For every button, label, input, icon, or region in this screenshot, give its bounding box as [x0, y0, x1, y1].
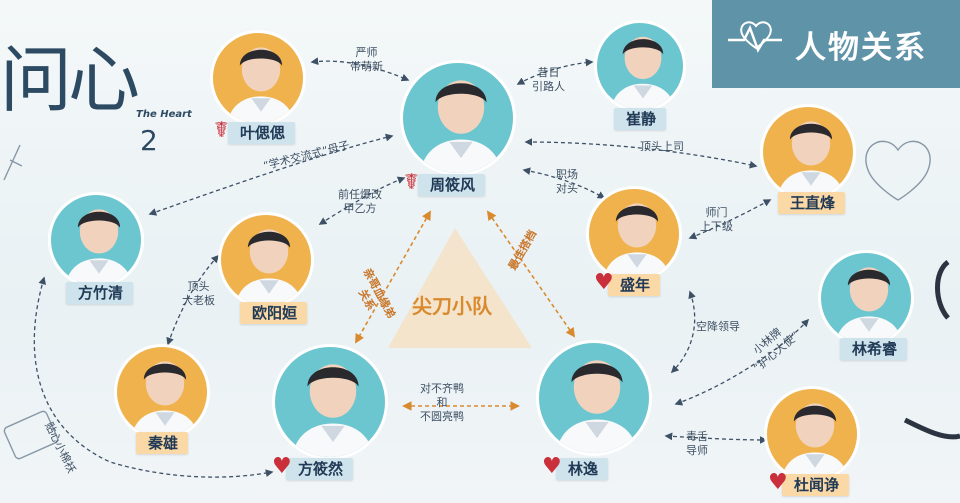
- relation-line: 引路人: [532, 80, 565, 93]
- stethoscope-icon: ☤: [404, 170, 419, 195]
- portrait-lin: [536, 340, 652, 456]
- relation-label-lin-du: 毒舌导师: [686, 430, 708, 458]
- relation-label-zhou-cui: 昔日引路人: [532, 66, 565, 94]
- relation-line: 大老板: [182, 294, 215, 307]
- link-zhou-wang: [524, 138, 758, 169]
- relation-line: 严师: [355, 46, 378, 59]
- banner-background: [712, 0, 960, 88]
- character-name: 林希睿: [852, 340, 898, 358]
- character-name: 欧阳姮: [252, 304, 298, 322]
- heart-icon: ♥: [272, 454, 292, 479]
- character-name: 杜闻诤: [794, 476, 840, 494]
- show-season-number: 2: [140, 124, 158, 157]
- character-name: 周筱风: [430, 176, 476, 194]
- relation-line: 顶头上司: [640, 140, 684, 153]
- link-zhou-sheng: [522, 167, 606, 199]
- link-wang-sheng: [688, 199, 772, 240]
- relation-line: 带萌新: [350, 60, 383, 73]
- character-name: 崔静: [626, 110, 657, 128]
- name-tag-cui: 崔静: [614, 108, 667, 130]
- core-triangle: [388, 228, 532, 348]
- relation-label-zhou-sheng: 职场对头: [556, 168, 578, 196]
- heart-icon: ♥: [594, 270, 614, 295]
- name-tag-fangxr: ♥ 方筱然: [272, 454, 354, 480]
- name-tag-linxr: 林希睿: [840, 338, 908, 360]
- character-name: 林逸: [568, 460, 599, 478]
- pill-pack-doodle-icon: [3, 410, 59, 460]
- name-tag-wang: 王直烽: [778, 192, 846, 214]
- portrait-fangxr: [272, 344, 388, 460]
- name-tag-fangzq: 方竹清: [66, 282, 134, 304]
- character-name: 盛年: [620, 276, 651, 294]
- syringe-doodle-icon: [3, 144, 23, 181]
- relation-line: 毒舌: [686, 430, 708, 443]
- link-lin-linxr: [674, 318, 810, 406]
- portrait-zhou: [400, 60, 516, 176]
- relation-line: 空降领导: [696, 320, 740, 333]
- banner-title: 人物关系: [795, 30, 927, 66]
- relation-line: 不圆亮鸭: [420, 410, 464, 423]
- stethoscope-doodle-icon: [903, 259, 960, 440]
- name-tag-du: ♥ 杜闻诤: [768, 470, 850, 496]
- portrait-qin: [114, 344, 210, 440]
- relation-line: 上下级: [700, 220, 733, 233]
- name-tag-lin: ♥ 林逸: [542, 454, 609, 480]
- link-zhou-ouyang: [318, 176, 406, 225]
- portrait-du: [764, 386, 860, 482]
- portrait-ouyang: [218, 212, 314, 308]
- relation-label-zhou-ye: 严师带萌新: [350, 46, 383, 74]
- portrait-sheng: [586, 186, 682, 282]
- relation-label-wang-sheng: 师门上下级: [700, 206, 733, 234]
- relation-label-fangxr-lin: 对不齐鸭和不圆亮鸭: [420, 382, 464, 424]
- show-title-english: The Heart: [136, 109, 192, 120]
- relation-label-zhou-ouyang: 前任爆改甲乙方: [338, 188, 382, 216]
- name-tag-ouyang: 欧阳姮: [240, 302, 308, 324]
- character-name: 方筱然: [298, 460, 344, 478]
- heartbeat-icon: [728, 21, 782, 53]
- relation-line: 和: [436, 396, 448, 409]
- link-zhou-fangxr: [355, 210, 431, 344]
- core-team-label: 尖刀小队: [412, 294, 492, 318]
- portrait-fangzq: [48, 192, 144, 288]
- relation-line: 对头: [556, 182, 578, 195]
- name-tag-ye: ☤ 叶偲偲: [214, 118, 296, 144]
- name-tag-zhou: ☤ 周筱风: [404, 170, 486, 196]
- stethoscope-icon: ☤: [214, 118, 229, 143]
- link-sheng-lin: [670, 290, 696, 374]
- doodle-decorations: [3, 140, 960, 460]
- relation-line: 师门: [705, 206, 728, 219]
- link-zhou-ye: [310, 57, 410, 82]
- relation-label-fangzq-ouyang: 顶头大老板: [182, 280, 215, 308]
- relation-line: 职场: [556, 168, 578, 181]
- portrait-linxr: [818, 250, 914, 346]
- portrait-wang: [760, 104, 856, 200]
- portrait-cui: [594, 20, 686, 112]
- relation-label-zhou-wang: 顶头上司: [640, 140, 684, 154]
- character-name: 王直烽: [790, 194, 836, 212]
- relation-line: 昔日: [537, 66, 560, 79]
- heart-icon: ♥: [768, 470, 788, 495]
- character-name: 方竹清: [78, 284, 124, 302]
- character-name: 秦雄: [148, 434, 179, 452]
- link-zhou-cui: [516, 58, 594, 85]
- heart-doodle-icon: [865, 140, 931, 201]
- relation-label-sheng-lin: 空降领导: [696, 320, 740, 334]
- link-lin-du: [664, 432, 768, 444]
- character-name: 叶偲偲: [240, 124, 286, 142]
- show-title: 问心: [0, 38, 140, 122]
- portrait-ye: [210, 30, 306, 126]
- link-fangzq-fangxr: [33, 276, 274, 478]
- heart-icon: ♥: [542, 454, 562, 479]
- relation-line: 顶头: [187, 280, 210, 293]
- relation-line: 甲乙方: [343, 202, 377, 215]
- relation-line: 导师: [686, 444, 708, 457]
- relation-line: 前任爆改: [338, 188, 382, 201]
- relation-line: 对不齐鸭: [420, 382, 464, 395]
- name-tag-qin: 秦雄: [136, 432, 189, 454]
- name-tag-sheng: ♥ 盛年: [594, 270, 661, 296]
- link-zhou-fangzq: [148, 133, 394, 216]
